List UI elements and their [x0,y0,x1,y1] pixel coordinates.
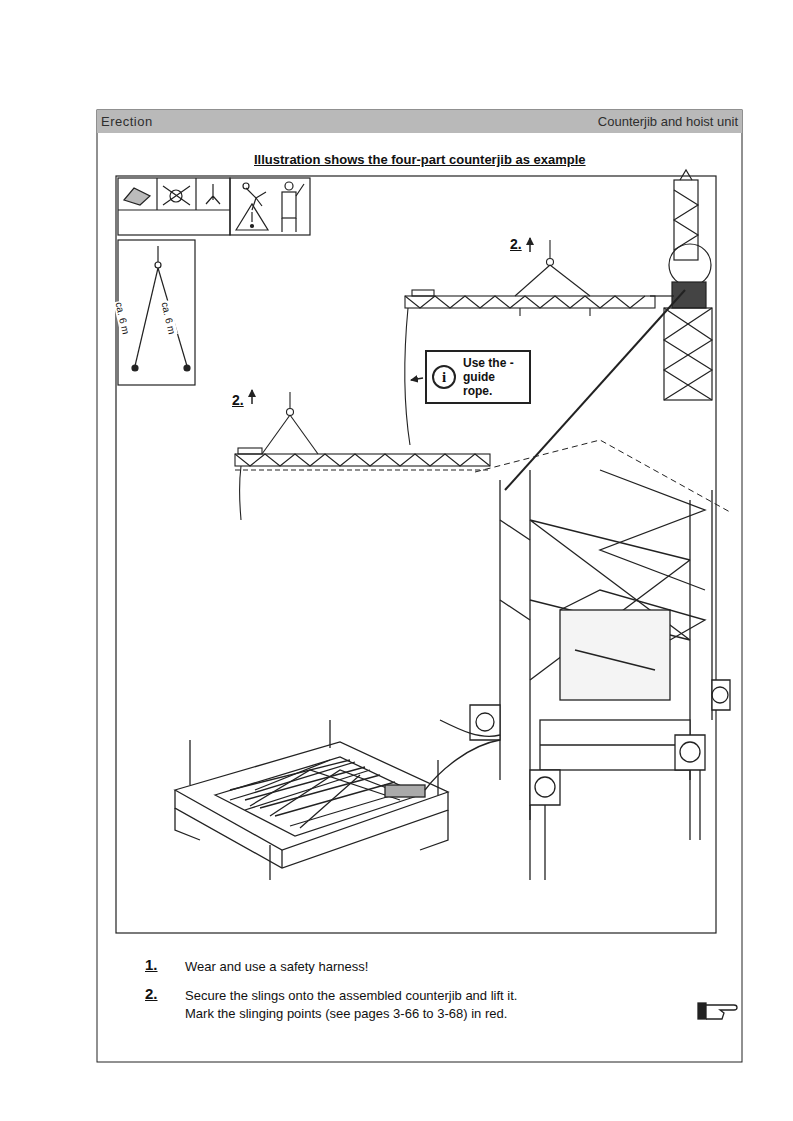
step-number: 1. [145,956,158,973]
step-number: 2. [510,236,522,252]
instruction: Secure the slings onto the assembled cou… [185,988,517,1003]
dimension: ca. 6 m [159,300,178,336]
header-bar: Erection Counterjib and hoist unit [97,110,742,133]
info-text: Use the - guide rope. [463,356,523,398]
info-note-box: i Use the - guide rope. [425,350,531,404]
section-name: Erection [101,114,153,129]
page-topic: Counterjib and hoist unit [598,114,738,129]
step-number: 2. [145,985,158,1002]
instruction: Mark the slinging points (see pages 3-66… [185,1006,507,1021]
info-icon: i [432,365,456,389]
step-number: 2. [232,392,244,408]
instruction: Wear and use a safety harness! [185,959,368,974]
illustration-title: Illustration shows the four-part counter… [254,152,586,167]
